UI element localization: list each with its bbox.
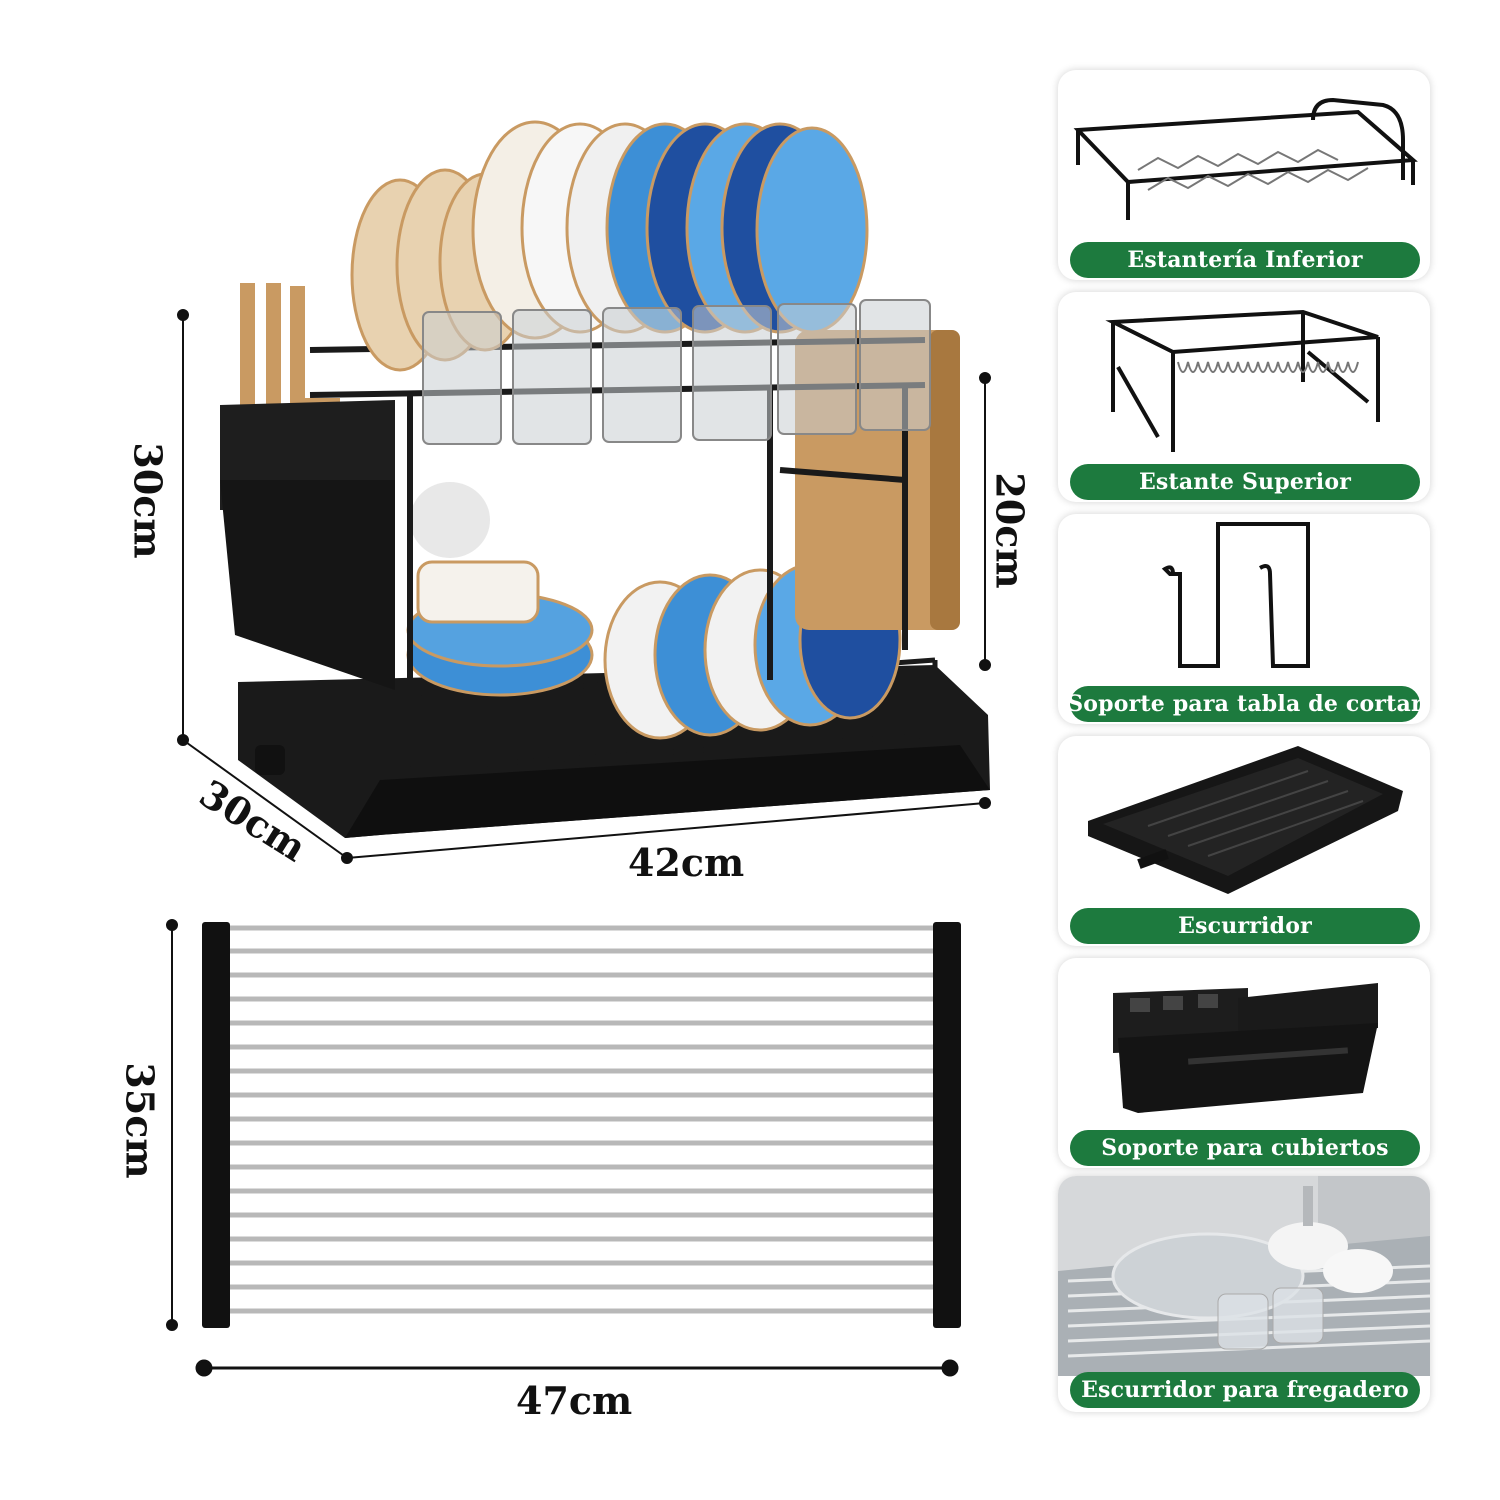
component-label: Soporte para tabla de cortar [1067, 686, 1423, 722]
mat-height-label: 35cm [117, 1062, 163, 1179]
component-card-lower-rack: Estantería Inferior [1058, 70, 1430, 280]
dish-rack-illustration [177, 120, 991, 864]
utensil-holder [220, 283, 395, 690]
component-card-cutting-board-holder: Soporte para tabla de cortar [1058, 514, 1430, 724]
sink-roll-mat-photo [1058, 1176, 1430, 1376]
component-label: Escurridor para fregadero [1070, 1372, 1420, 1408]
lower-shelf-dimension-line [979, 372, 991, 671]
component-label: Estantería Inferior [1070, 242, 1420, 278]
component-card-upper-rack: Estante Superior [1058, 292, 1430, 502]
upper-plates [350, 120, 869, 372]
roll-up-sink-mat [166, 919, 961, 1377]
lower-rack-icon [1073, 97, 1418, 220]
glasses [422, 299, 931, 445]
drip-tray-icon [1088, 746, 1403, 894]
mat-height-dimension-line [166, 919, 178, 1331]
cutting-board-holder-icon [1161, 522, 1310, 668]
mat-width-dimension-line [195, 1359, 959, 1377]
lower-shelf-height-label: 20cm [987, 472, 1033, 589]
component-label: Escurridor [1070, 908, 1420, 944]
rack-width-label: 42cm [628, 840, 745, 885]
rack-height-label: 30cm [125, 442, 171, 559]
height-dimension-line [177, 309, 189, 746]
component-card-drip-tray: Escurridor [1058, 736, 1430, 946]
mat-rods [225, 925, 940, 1314]
component-card-sink-roll-mat: Escurridor para fregadero [1058, 1176, 1430, 1412]
component-label: Soporte para cubiertos [1070, 1130, 1420, 1166]
component-label: Estante Superior [1070, 464, 1420, 500]
utensil-holder-icon [1113, 983, 1378, 1113]
width-dimension-line [346, 797, 991, 859]
mat-right-edge [933, 922, 961, 1328]
component-card-utensil-holder: Soporte para cubiertos [1058, 958, 1430, 1168]
upper-rack-icon [1105, 309, 1380, 452]
mat-width-label: 47cm [516, 1378, 633, 1423]
mat-left-edge [202, 922, 230, 1328]
